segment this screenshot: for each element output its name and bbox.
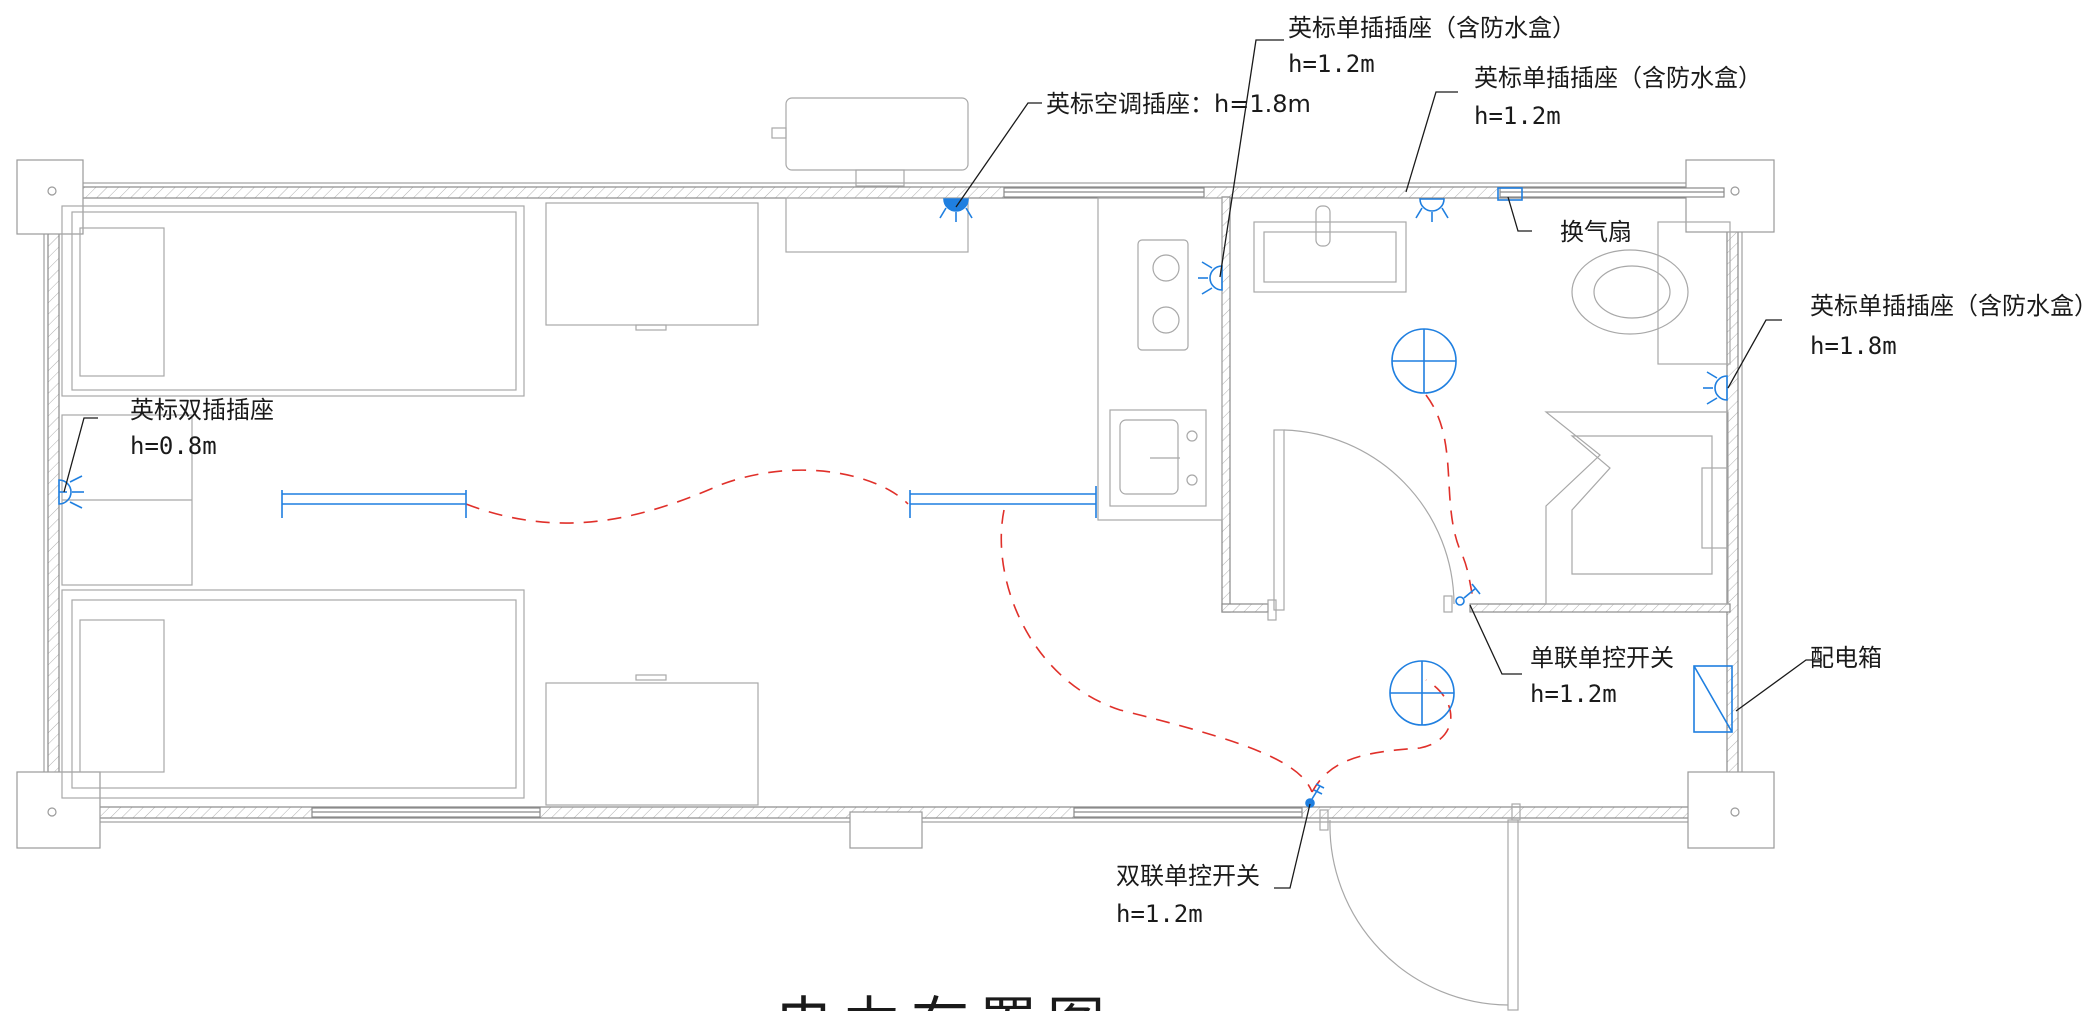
single-switch-height: h=1.2m: [1530, 680, 1617, 708]
ac-socket-icon: [939, 198, 973, 222]
single-switch-icon: [1455, 583, 1481, 606]
distribution-box-icon: [1693, 665, 1733, 733]
windows: [311, 187, 1725, 818]
light-fixture-left: [281, 490, 467, 518]
double-switch-icon: [1305, 783, 1325, 808]
bath-wall-socket-label: 英标单插插座（含防水盒）: [1474, 64, 1762, 92]
kitchen-socket-icon: [1198, 261, 1223, 295]
furniture: [61, 97, 1731, 1011]
double-socket-icon: [58, 475, 84, 509]
ac-socket-label: 英标空调插座：h=1.8m: [1046, 90, 1311, 118]
kitchen-socket-label: 英标单插插座（含防水盒）: [1288, 14, 1576, 42]
distribution-box-label: 配电箱: [1810, 644, 1882, 672]
double-switch-label: 双联单控开关: [1116, 862, 1260, 890]
ceiling-light-lower-icon: [1389, 660, 1455, 726]
exterior-walls: [43, 182, 1743, 823]
double-socket-height: h=0.8m: [130, 432, 217, 460]
bath-right-socket-icon: [1703, 371, 1728, 405]
exhaust-fan-icon: [1497, 187, 1523, 201]
light-fixture-right: [909, 486, 1097, 518]
bath-right-socket-height: h=1.8m: [1810, 332, 1897, 360]
bath-top-socket-icon: [1415, 198, 1449, 222]
ceiling-light-upper-icon: [1391, 328, 1457, 394]
wiring-runs: [465, 394, 1475, 793]
double-socket-label: 英标双插插座: [130, 396, 274, 424]
electrical-symbols: [58, 187, 1733, 808]
leader-lines: [63, 39, 1822, 889]
kitchen-socket-height: h=1.2m: [1288, 50, 1375, 78]
corner-posts: [16, 159, 1775, 849]
double-switch-height: h=1.2m: [1116, 900, 1203, 928]
bath-wall-socket-height: h=1.2m: [1474, 102, 1561, 130]
bath-right-socket-label: 英标单插插座（含防水盒）: [1810, 292, 2091, 320]
single-switch-label: 单联单控开关: [1530, 644, 1674, 672]
exhaust-fan-label: 换气扇: [1560, 218, 1632, 246]
annotation-labels: 英标空调插座：h=1.8m 英标单插插座（含防水盒） h=1.2m 英标单插插座…: [130, 14, 2091, 928]
interior-walls: [1221, 196, 1731, 613]
drawing-title: 电力布置图: [775, 990, 1115, 1011]
